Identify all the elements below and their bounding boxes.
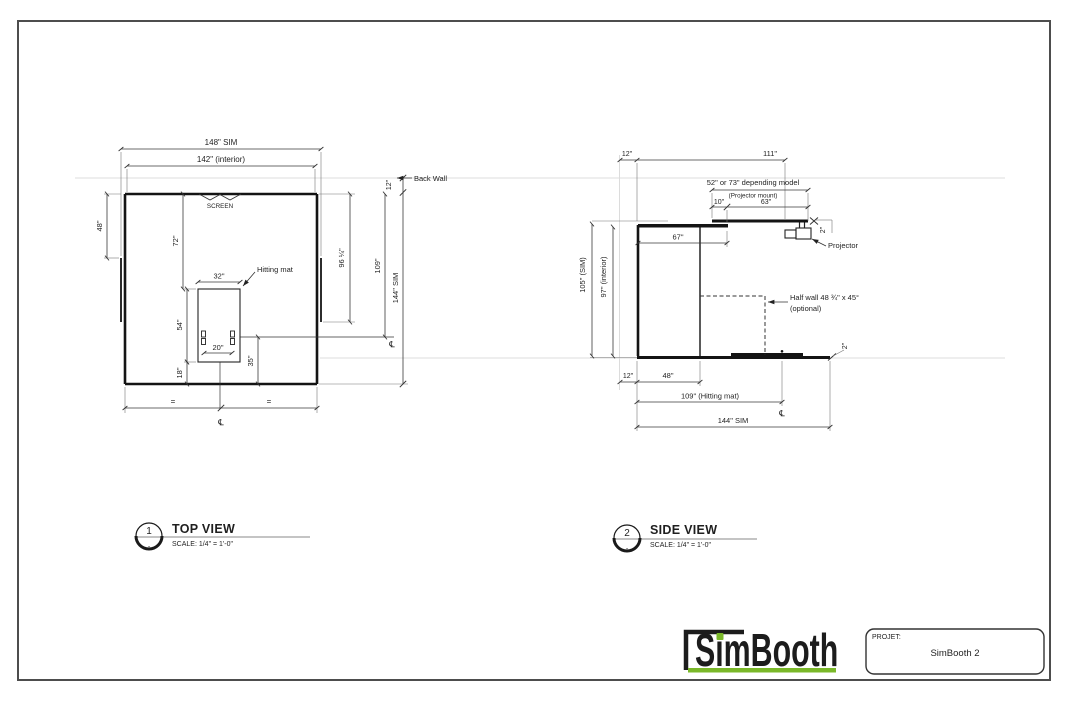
- view-number-dash: -: [626, 546, 629, 553]
- hitting-mat-label: Hitting mat: [257, 265, 294, 274]
- back-wall-label: Back Wall: [414, 174, 447, 183]
- dim-96-quarter: 96 ¼": [337, 248, 346, 268]
- view-scale: SCALE: 1/4" = 1'-0": [650, 542, 711, 549]
- dim-12-top: 12": [622, 151, 633, 158]
- top-view-walls: [120, 192, 322, 386]
- dim-144-sim: 144" SIM: [391, 273, 400, 304]
- half-wall-label: Half wall 48 ¾" x 45°: [790, 293, 859, 302]
- dim-32-mat: 32": [213, 272, 224, 281]
- dim-20-stance: 20": [212, 343, 223, 352]
- project-label: PROJET:: [872, 634, 901, 641]
- side-view-structure: [590, 219, 830, 359]
- dim-35: 35": [246, 355, 255, 366]
- side-view-title: 2 - SIDE VIEW SCALE: 1/4" = 1'-0": [612, 523, 757, 553]
- stance-mark: [230, 338, 235, 345]
- dim-10: 10": [714, 199, 725, 206]
- screen-symbol: SCREEN: [198, 193, 242, 210]
- centerline-symbol: ℄: [778, 408, 785, 418]
- projector-label: Projector: [828, 241, 859, 250]
- dim-148-sim: 148" SIM: [205, 138, 238, 147]
- logo-bracket: [683, 629, 744, 670]
- view-scale: SCALE: 1/4" = 1'-0": [172, 541, 233, 548]
- view-number-dash: -: [148, 544, 151, 551]
- project-box: PROJET: SimBooth 2: [865, 628, 1045, 675]
- hitting-mat-plan: [197, 288, 394, 409]
- dim-12-backwall: 12": [386, 179, 393, 190]
- dim-105-sim: 105" (SIM): [578, 257, 587, 293]
- half-wall-note: Half wall 48 ¾" x 45° (optional): [768, 293, 859, 313]
- dim-2-projector: 2": [820, 226, 827, 233]
- dim-54-mat: 54": [175, 319, 184, 330]
- half-wall-optional: (optional): [790, 304, 822, 313]
- stance-mark: [201, 330, 206, 338]
- ball-position-mark: [780, 350, 784, 353]
- dim-2-floor: 2": [842, 342, 849, 349]
- dim-12-bottom: 12": [623, 373, 634, 380]
- dim-111: 111": [763, 149, 777, 158]
- title-block: SimBooth PROJET: SimBooth 2: [683, 626, 1045, 677]
- dim-142-interior: 142" (interior): [197, 155, 246, 164]
- dim-144-sim-side: 144" SIM: [718, 416, 749, 425]
- stance-mark: [230, 330, 235, 338]
- centerline-symbol: ℄: [217, 417, 224, 427]
- projector: Projector 2": [784, 217, 859, 250]
- dim-52-73-model: 52" or 73" depending model: [707, 178, 800, 187]
- dim-67: 67": [672, 233, 683, 242]
- top-view-dimensions: 148" SIM 142" (interior) 48" 72" 54" 18"…: [95, 138, 447, 427]
- top-view-title: 1 - TOP VIEW SCALE: 1/4" = 1'-0": [134, 522, 310, 551]
- side-view-dimensions: 12" 111" 52" or 73" depending model (Pro…: [578, 149, 849, 431]
- simbooth-logo: SimBooth: [683, 626, 838, 677]
- equal-mark: =: [171, 397, 176, 406]
- dim-97-interior: 97" (interior): [599, 256, 608, 298]
- top-view: SCREEN 148" SIM 142" (interior) 48" 72" …: [95, 138, 447, 427]
- hitting-mat-side: [731, 353, 803, 356]
- view-number: 1: [146, 526, 152, 537]
- dim-48-wall: 48": [95, 220, 104, 231]
- screen-label: SCREEN: [207, 203, 234, 210]
- side-view: Projector 2" Half wall 48 ¾" x 45° (opti…: [578, 149, 859, 431]
- logo-i-dot: [716, 633, 724, 640]
- dim-18: 18": [175, 367, 184, 378]
- projector-mount-label: (Projector mount): [729, 193, 778, 200]
- dim-63: 63": [761, 199, 772, 206]
- project-name: SimBooth 2: [930, 648, 979, 659]
- dim-72: 72": [171, 235, 180, 246]
- page-border: [17, 20, 1051, 681]
- centerline-symbol: ℄: [388, 339, 395, 349]
- view-title: SIDE VIEW: [650, 523, 717, 537]
- view-title: TOP VIEW: [172, 522, 235, 536]
- dim-109: 109": [373, 258, 382, 274]
- stance-mark: [201, 338, 206, 345]
- view-number: 2: [624, 528, 630, 539]
- dim-109-mat: 109" (Hitting mat): [681, 392, 740, 401]
- dim-48-post: 48": [662, 371, 673, 380]
- equal-mark: =: [267, 397, 272, 406]
- logo-green-underline: [688, 668, 836, 673]
